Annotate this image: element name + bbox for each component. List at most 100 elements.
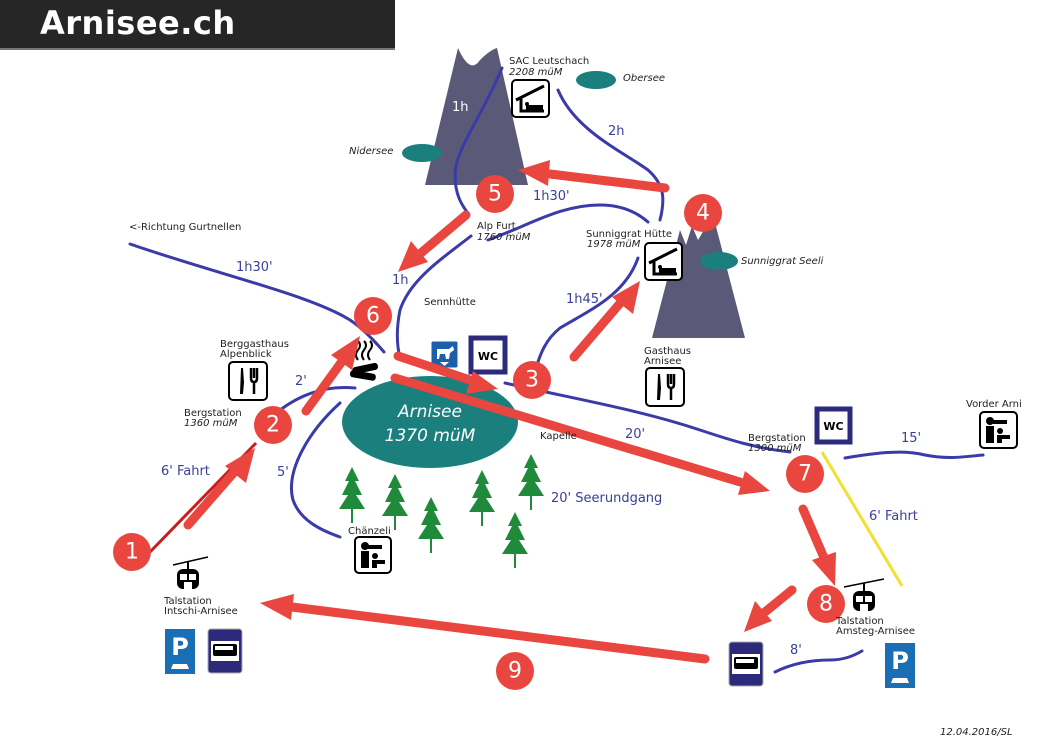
gondola-icon-amsteg [843,578,885,611]
cable-line-east [820,451,904,587]
wc-label: WC [823,420,843,433]
duration-alpfurt-lake: 1h [392,273,409,288]
trail-sac-sunniggrat [556,88,665,222]
arrow-4-5 [518,160,670,193]
parking-icon-intschi: P [165,629,195,674]
arrow-9 [260,594,710,664]
trail-sunniggrat-lake [534,256,640,370]
label-obersee: Obersee [623,73,665,84]
step-marker-5: 5 [476,175,514,213]
duration-bus-talstation: 8' [790,643,802,658]
label-sunniggrat-alt: 1978 müM [587,239,641,250]
step-marker-3: 3 [513,361,551,399]
label-talstation-e-2: Amsteg-Arnisee [836,626,915,637]
step-marker-9: 9 [496,652,534,690]
label-kapelle: Kapelle [540,431,577,442]
arrow-3-4 [569,281,640,362]
label-bergstation-w-alt: 1360 müM [184,418,238,429]
duration-lake-chaenzeli: 5' [277,465,289,480]
duration-seerundgang: 20' Seerundgang [551,491,662,506]
label-berggasthaus-1: Berggasthaus [220,339,289,350]
label-bergstation-w-name: Bergstation [184,408,242,419]
trail-bus-talstation [773,649,864,674]
duration-bergstation-lake: 2' [295,374,307,389]
duration-sunniggrat-alpfurt: 1h30' [533,189,570,204]
duration-vorder-arni: 15' [901,431,921,446]
bus-icon-intschi [207,628,243,674]
trail-gurtnellen [128,242,386,354]
label-chaenzeli: Chänzeli [348,526,391,537]
hut-icon-sunniggrat [644,242,683,281]
label-sunniggrat-name: Sunniggrat Hütte [586,229,672,240]
label-sac-name: SAC Leutschach [509,56,589,67]
arrow-6-3 [393,351,498,394]
label-gasthaus-1: Gasthaus [644,346,691,357]
label-nidersee: Nidersee [349,146,393,157]
duration-cable-west: 6' Fahrt [161,464,210,479]
viewpoint-icon-chaenzeli [354,536,392,574]
date-stamp: 12.04.2016/SL [940,727,1013,738]
route-arrows [183,160,836,664]
label-vorder-arni: Vorder Arni [966,399,1022,410]
label-alp-furt-name: Alp Furt [477,221,516,232]
fireplace-icon [349,340,378,381]
mountain-sunniggrat [652,215,745,338]
trail-sac-alpfurt [453,66,504,214]
duration-gurtnellen: 1h30' [236,260,273,275]
label-richtung-gurtnellen[interactable]: <-Richtung Gurtnellen [129,222,241,233]
bus-icon-amsteg [728,641,764,687]
svg-text:5: 5 [488,182,502,207]
label-talstation-w-2: Intschi-Arnisee [164,606,238,617]
restaurant-icon-gasthaus [645,367,685,407]
lake-obersee [576,71,616,89]
step-marker-4: 4 [684,194,722,232]
viewpoint-icon-vorder-arni [979,411,1018,449]
svg-text:1: 1 [125,540,139,565]
arrow-5-6 [398,210,471,272]
label-lake-name: Arnisee [397,402,462,422]
label-gasthaus-2: Arnisee [644,356,681,367]
label-alp-furt-alt: 1760 müM [477,232,531,243]
step-marker-1: 1 [113,533,151,571]
arrow-2-6 [301,336,360,416]
label-bergstation-e-name: Bergstation [748,433,806,444]
duration-sunniggrat-lake: 1h45' [566,292,603,307]
step-marker-8: 8 [807,585,845,623]
trail-lake-bergstation-east [503,381,792,454]
svg-text:6: 6 [366,304,380,329]
lake-sunniggrat-seeli [700,252,738,270]
parking-label: P [171,633,189,661]
gondola-icon-intschi [172,556,209,589]
arrow-1-2 [183,448,255,530]
svg-text:8: 8 [819,592,833,617]
step-marker-6: 6 [354,297,392,335]
label-talstation-w-1: Talstation [163,596,212,607]
label-talstation-e-1: Talstation [835,616,884,627]
trail-bergstation-lake [278,385,357,412]
wc-icon-bergstation: WC [814,406,853,445]
svg-text:3: 3 [525,368,539,393]
svg-text:2: 2 [266,413,280,438]
wc-label: WC [478,350,498,363]
restaurant-icon-alpenblick [228,361,268,401]
svg-text:9: 9 [508,659,522,684]
parking-label: P [891,647,909,675]
lake-nidersee [402,144,442,162]
duration-sac-alpfurt: 1h [452,100,469,115]
arrow-7-8 [798,504,836,586]
step-marker-2: 2 [254,406,292,444]
title-bar: Arnisee.ch [0,0,395,50]
trail-alpfurt-lake [395,234,473,360]
arrow-6-7 [390,373,770,495]
arrow-8-bus [744,585,797,632]
parking-icon-amsteg: P [885,643,915,688]
wc-icon-lake: WC [468,335,508,375]
svg-text:7: 7 [798,462,812,487]
label-bergstation-e-alt: 1300 müM [748,443,802,454]
trail-vorder-arni [843,450,985,460]
label-sunniggrat-seeli: Sunniggrat Seeli [741,256,824,267]
hut-icon-sac [511,79,550,118]
trail-alpfurt-sunniggrat [486,203,650,242]
trail-lake-chaenzeli [290,401,342,539]
